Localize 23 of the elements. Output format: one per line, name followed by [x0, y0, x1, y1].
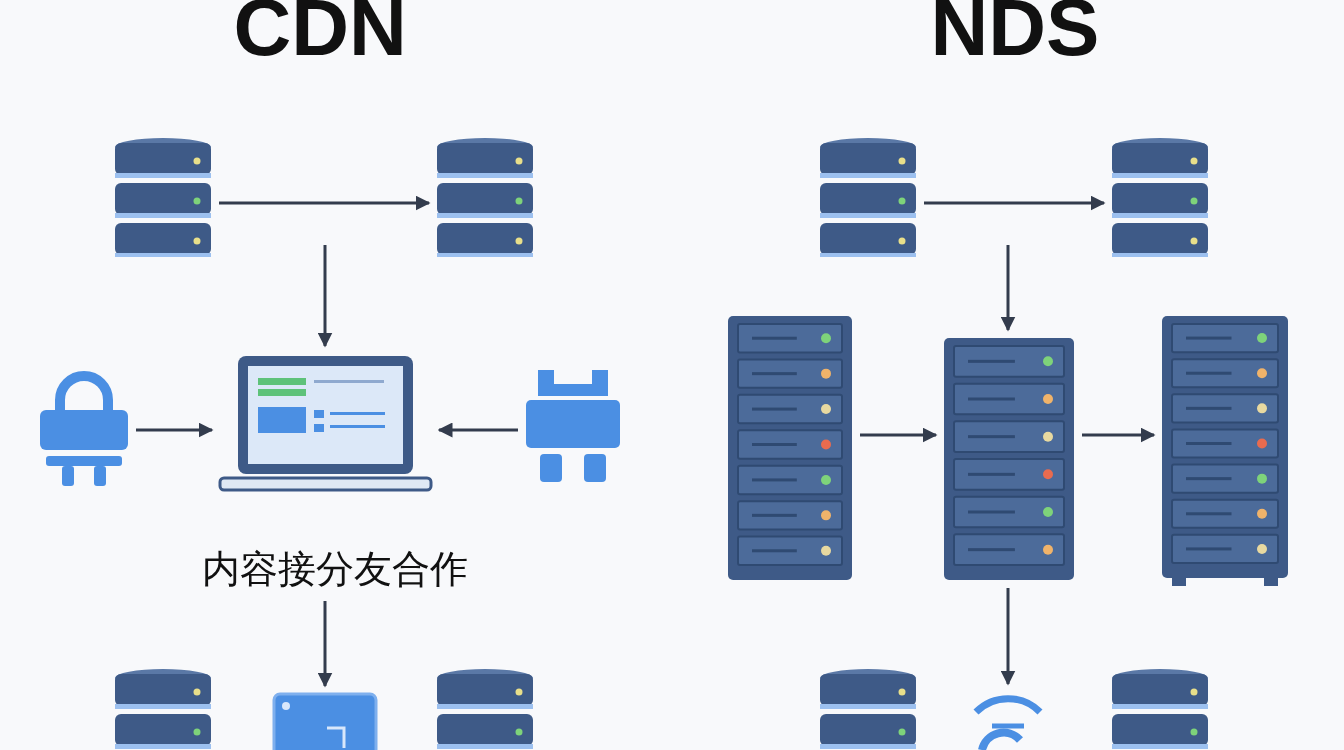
arrow — [860, 427, 938, 443]
folder-icon — [272, 692, 378, 750]
arrow — [317, 601, 333, 688]
arrow — [317, 245, 333, 348]
database-icon — [113, 137, 213, 257]
database-icon — [818, 668, 918, 750]
server-rack-icon — [942, 336, 1076, 582]
arrow — [437, 422, 518, 438]
arrow — [1000, 245, 1016, 332]
database-icon — [818, 137, 918, 257]
database-icon — [435, 668, 535, 750]
plug-icon — [38, 370, 130, 488]
server-rack-icon — [726, 314, 854, 582]
arrow — [924, 195, 1106, 211]
arrow — [1082, 427, 1156, 443]
database-icon — [435, 137, 535, 257]
database-icon — [113, 668, 213, 750]
database-icon — [1110, 137, 1210, 257]
database-icon — [1110, 668, 1210, 750]
arrow — [136, 422, 214, 438]
arrow — [1000, 588, 1016, 686]
caption-text: 内容接分友合作 — [170, 545, 500, 595]
arrow — [219, 195, 431, 211]
